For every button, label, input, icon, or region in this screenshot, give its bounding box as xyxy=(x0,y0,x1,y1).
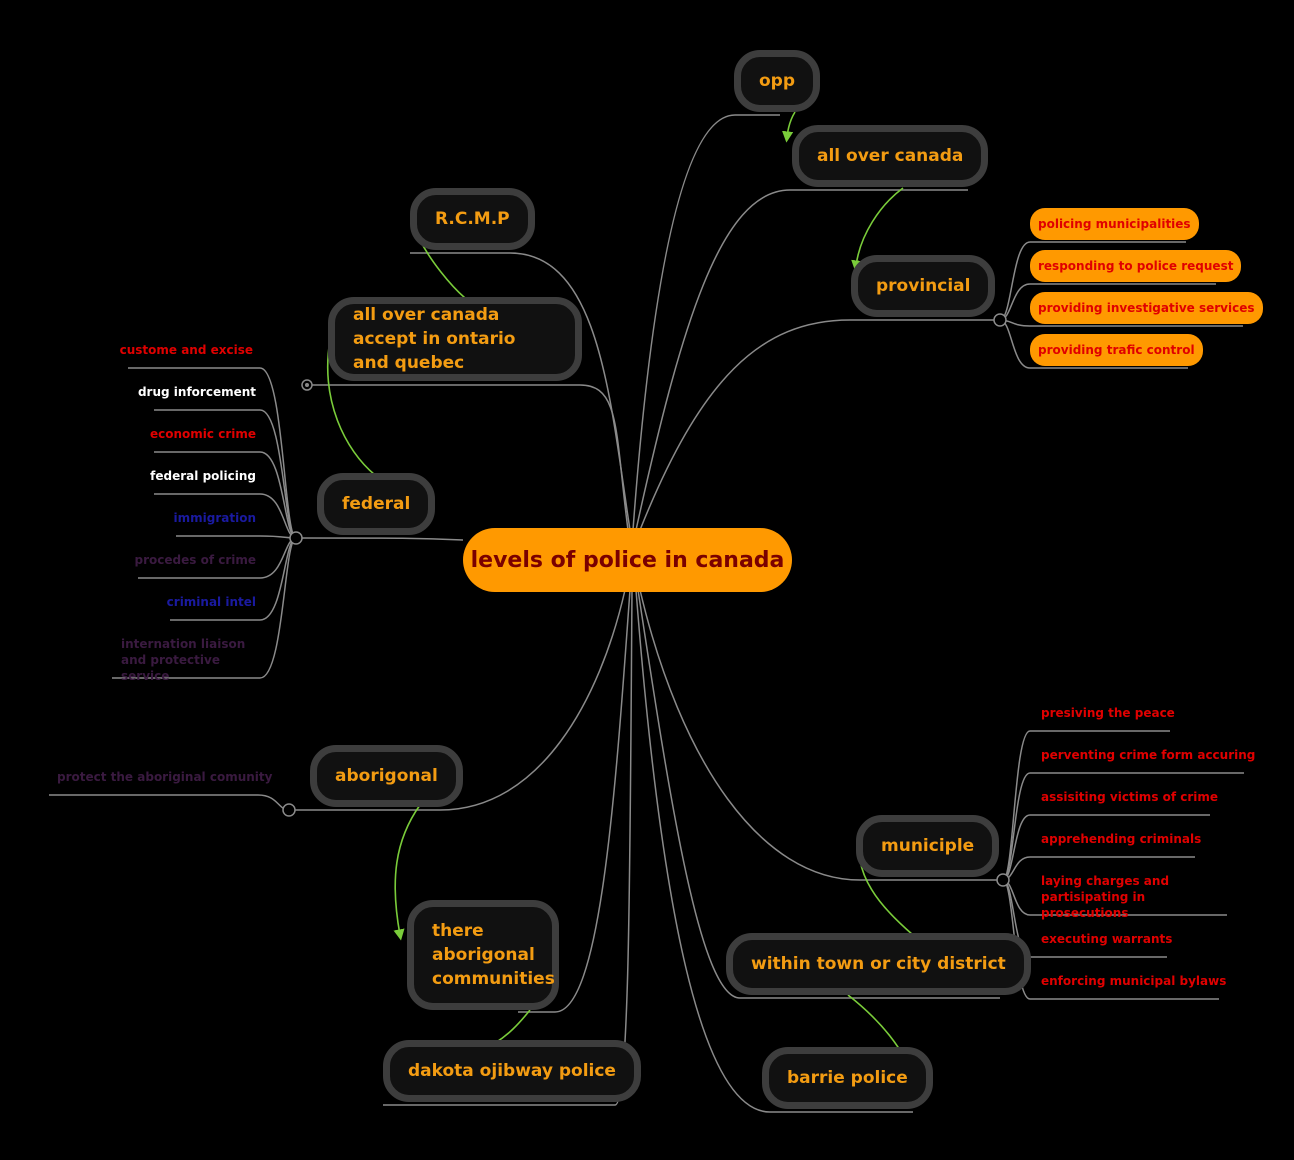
municiple-duty[interactable]: perventing crime form accuring xyxy=(1041,748,1256,762)
branch-junctions xyxy=(282,313,1010,887)
federal-duty[interactable]: custome and excise xyxy=(119,343,253,357)
node-federal[interactable]: federal xyxy=(317,473,436,535)
federal-duty[interactable]: immigration xyxy=(173,511,256,525)
municiple-duty[interactable]: executing warrants xyxy=(1041,932,1173,946)
provincial-duty[interactable]: providing investigative services xyxy=(1030,292,1263,324)
federal-duty[interactable]: procedes of crime xyxy=(134,553,256,567)
municiple-duty[interactable]: assisiting victims of crime xyxy=(1041,790,1219,804)
municiple-duty[interactable]: laying charges and partisipating in pros… xyxy=(1041,874,1170,920)
link-aborigonal xyxy=(289,589,626,811)
root-topic[interactable]: levels of police in canada xyxy=(463,528,792,592)
link-federal xyxy=(295,537,464,541)
federal-duty[interactable]: drug inforcement xyxy=(137,385,256,399)
node-rcmp-scope[interactable]: all over canada accept in ontario and qu… xyxy=(328,297,582,381)
branch-links xyxy=(49,114,1244,1113)
municiple-duty[interactable]: presiving the peace xyxy=(1041,706,1175,720)
aborigonal-duty[interactable]: protect the aboriginal comunity xyxy=(57,770,273,784)
node-municiple[interactable]: municiple xyxy=(856,815,1000,877)
node-muni-scope[interactable]: within town or city district xyxy=(726,933,1031,995)
provincial-duty[interactable]: responding to police request xyxy=(1030,250,1242,282)
node-opp-scope[interactable]: all over canada xyxy=(792,125,989,187)
link-municiple xyxy=(639,589,1003,881)
node-aborigonal[interactable]: aborigonal xyxy=(310,745,463,807)
link-opp-scope xyxy=(635,189,968,531)
node-abor-scope[interactable]: there aborigonal communities xyxy=(407,900,559,1010)
federal-duty[interactable]: economic crime xyxy=(150,427,256,441)
node-provincial[interactable]: provincial xyxy=(851,255,996,317)
federal-duty[interactable]: federal policing xyxy=(150,469,256,483)
node-opp[interactable]: opp xyxy=(734,50,821,112)
node-rcmp[interactable]: R.C.M.P xyxy=(410,188,535,250)
link-dakota xyxy=(383,589,633,1106)
node-barrie[interactable]: barrie police xyxy=(762,1047,933,1109)
municiple-duty[interactable]: apprehending criminals xyxy=(1041,832,1202,846)
link-provincial xyxy=(639,319,1000,531)
link-abor-scope xyxy=(518,589,631,1013)
provincial-duty[interactable]: providing trafic control xyxy=(1030,334,1203,366)
provincial-duty[interactable]: policing municipalities xyxy=(1030,208,1199,240)
municiple-duty[interactable]: enforcing municipal bylaws xyxy=(1041,974,1227,988)
federal-duty[interactable]: criminal intel xyxy=(166,595,256,609)
link-barrie xyxy=(635,589,913,1113)
federal-duty[interactable]: internation liaison and protective servi… xyxy=(121,637,246,683)
link-opp xyxy=(632,114,780,531)
link-muni-scope xyxy=(637,589,1000,999)
link-rcmp-scope xyxy=(307,384,629,531)
link-rcmp xyxy=(410,252,631,531)
node-dakota[interactable]: dakota ojibway police xyxy=(383,1040,641,1102)
